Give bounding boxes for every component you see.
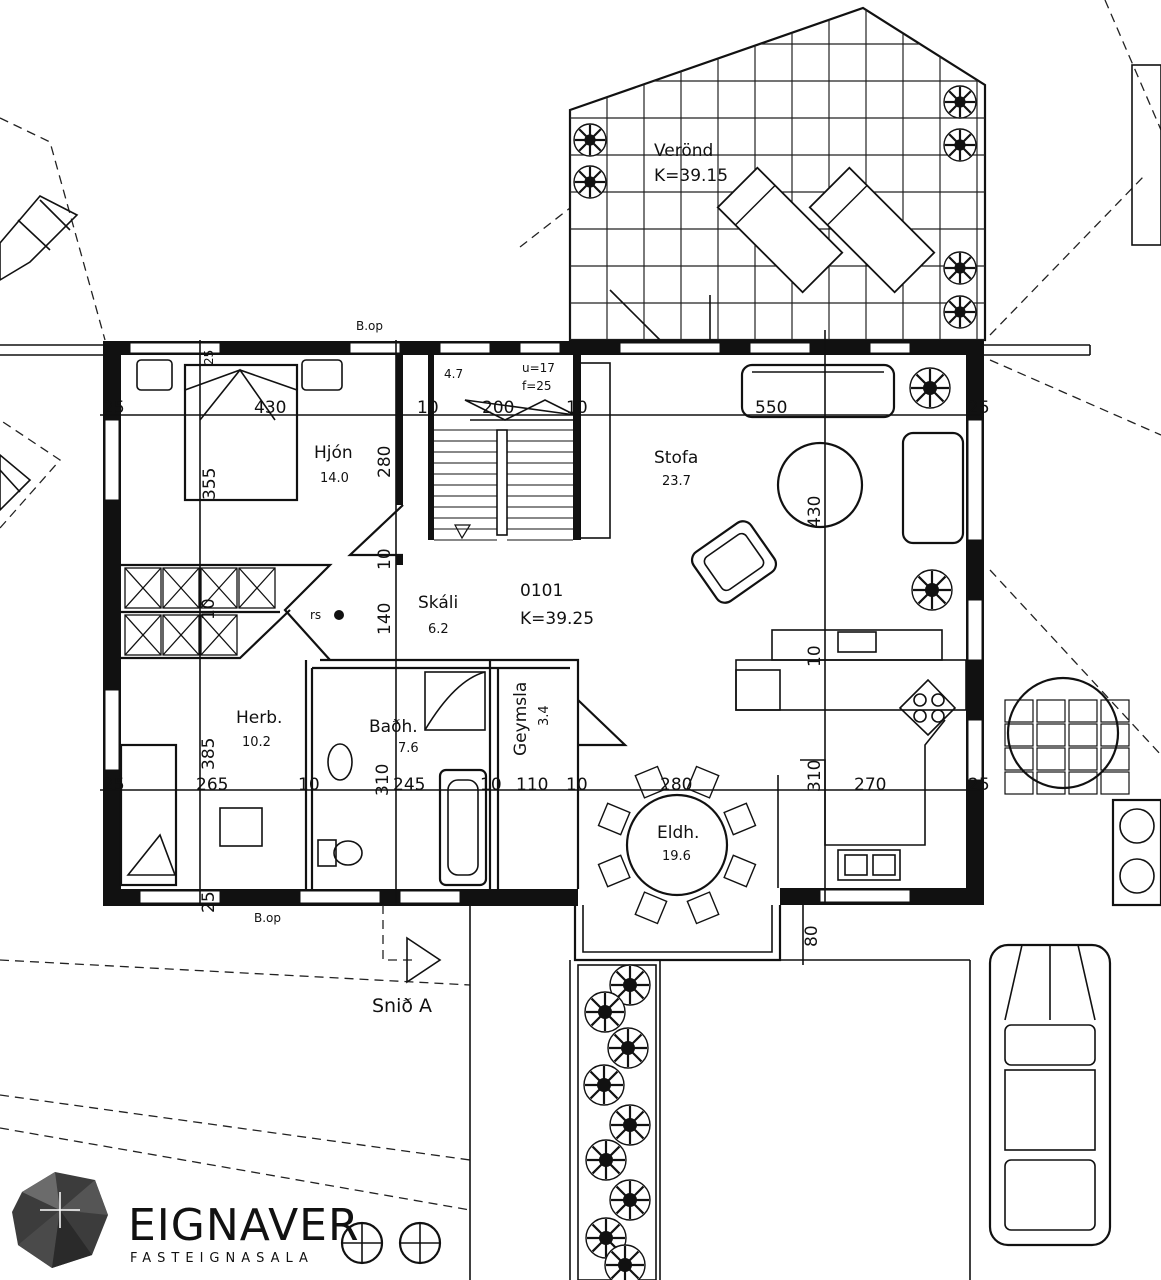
hall-name: Skáli	[418, 593, 458, 613]
dim-80: 80	[802, 925, 822, 947]
storage-name: Geymsla	[511, 682, 531, 756]
planter-strip	[577, 964, 657, 1280]
plant-icon	[604, 1244, 646, 1280]
hall-area: 6.2	[428, 622, 449, 637]
dim-140: 140	[375, 603, 395, 635]
plant-icon	[943, 85, 977, 119]
room-labels: Hjón 14.0 Stofa 23.7 Skáli 6.2 0101 K=39…	[236, 319, 699, 925]
veranda-name: Verönd	[654, 141, 713, 161]
plant-icon	[943, 128, 977, 162]
plant-icon	[609, 1179, 651, 1221]
dim-25-top-b: 25	[202, 350, 216, 365]
unit-area: K=39.25	[520, 609, 594, 629]
bathroom-name: Baðh.	[369, 717, 418, 737]
round-planters	[340, 1221, 442, 1265]
dim-355: 355	[200, 468, 220, 500]
dimension-labels: 25 430 10 200 10 550 25 280 355 430 140 …	[103, 350, 990, 947]
plant-icon	[573, 165, 607, 199]
dim-10-a: 10	[417, 398, 439, 418]
plant-icon	[584, 991, 626, 1033]
dim-385: 385	[199, 738, 219, 770]
dim-550: 550	[755, 398, 787, 418]
plant-icon	[911, 569, 953, 611]
plant-icon	[607, 1027, 649, 1069]
dim-10-d: 10	[199, 598, 219, 620]
dimension-lines	[100, 330, 980, 965]
unit-number: 0101	[520, 581, 563, 601]
left-paving	[0, 194, 79, 512]
bedroom-area: 10.2	[242, 735, 271, 750]
section-label: Snið A	[372, 995, 432, 1017]
plant-icon	[583, 1064, 625, 1106]
logo-tagline: FASTEIGNASALA	[130, 1251, 314, 1266]
window-label-top: B.op	[356, 319, 383, 333]
interior-walls	[121, 355, 967, 889]
dim-270: 270	[854, 775, 886, 795]
plant-icon	[609, 964, 651, 1006]
dim-10-e: 10	[805, 645, 825, 667]
dim-10-g: 10	[480, 775, 502, 795]
living-room-name: Stofa	[654, 448, 698, 468]
window-label-bottom: B.op	[254, 911, 281, 925]
master-bedroom-area: 14.0	[320, 471, 349, 486]
dim-280-eldh: 280	[660, 775, 692, 795]
car	[988, 943, 1112, 1247]
dim-310-b: 310	[805, 760, 825, 792]
plant-icon	[573, 123, 607, 157]
living-room-area: 23.7	[662, 474, 691, 489]
plant-icon	[585, 1217, 627, 1259]
plant-icon	[943, 295, 977, 329]
veranda-area: K=39.15	[654, 166, 728, 186]
dim-25-left: 25	[103, 775, 125, 795]
eignaver-logo: EIGNAVER FASTEIGNASALA	[12, 1172, 360, 1268]
patio-table	[1004, 64, 1161, 907]
plant-icon	[585, 1139, 627, 1181]
dim-10-c: 10	[375, 548, 395, 570]
stair-area: 4.7	[444, 367, 463, 381]
dim-200: 200	[482, 398, 514, 418]
section-marker-a: Snið A	[372, 905, 442, 1017]
stair-steps: u=17	[522, 361, 555, 375]
dim-10-h: 10	[566, 775, 588, 795]
dim-310-a: 310	[373, 764, 393, 796]
dim-25-bottom: 25	[199, 891, 219, 913]
dim-10-f: 10	[298, 775, 320, 795]
plant-icon	[909, 367, 951, 409]
bedroom-name: Herb.	[236, 708, 282, 728]
plant-icon	[943, 251, 977, 285]
master-bedroom-name: Hjón	[314, 443, 353, 463]
kitchen-name: Eldh.	[657, 823, 699, 843]
dim-110: 110	[516, 775, 548, 795]
dim-245: 245	[393, 775, 425, 795]
dim-25-top-left: 25	[103, 398, 125, 418]
veranda: Verönd K=39.15	[568, 6, 987, 342]
plant-icon	[609, 1104, 651, 1146]
dim-25-right: 25	[968, 398, 990, 418]
logo-wordmark: EIGNAVER	[128, 1200, 360, 1251]
storage-area: 3.4	[537, 705, 552, 726]
rs-label: rs	[310, 608, 321, 622]
rs-dot	[334, 610, 344, 620]
bathroom-area: 7.6	[398, 741, 419, 756]
dim-280-hjon: 280	[375, 446, 395, 478]
dim-25-right-b: 25	[968, 775, 990, 795]
stair-tread: f=25	[522, 379, 552, 393]
dim-265: 265	[196, 775, 228, 795]
kitchen-area: 19.6	[662, 849, 691, 864]
dim-430-bed: 430	[254, 398, 286, 418]
dim-10-b: 10	[566, 398, 588, 418]
furniture	[119, 359, 965, 925]
dim-430-stofa: 430	[805, 496, 825, 528]
